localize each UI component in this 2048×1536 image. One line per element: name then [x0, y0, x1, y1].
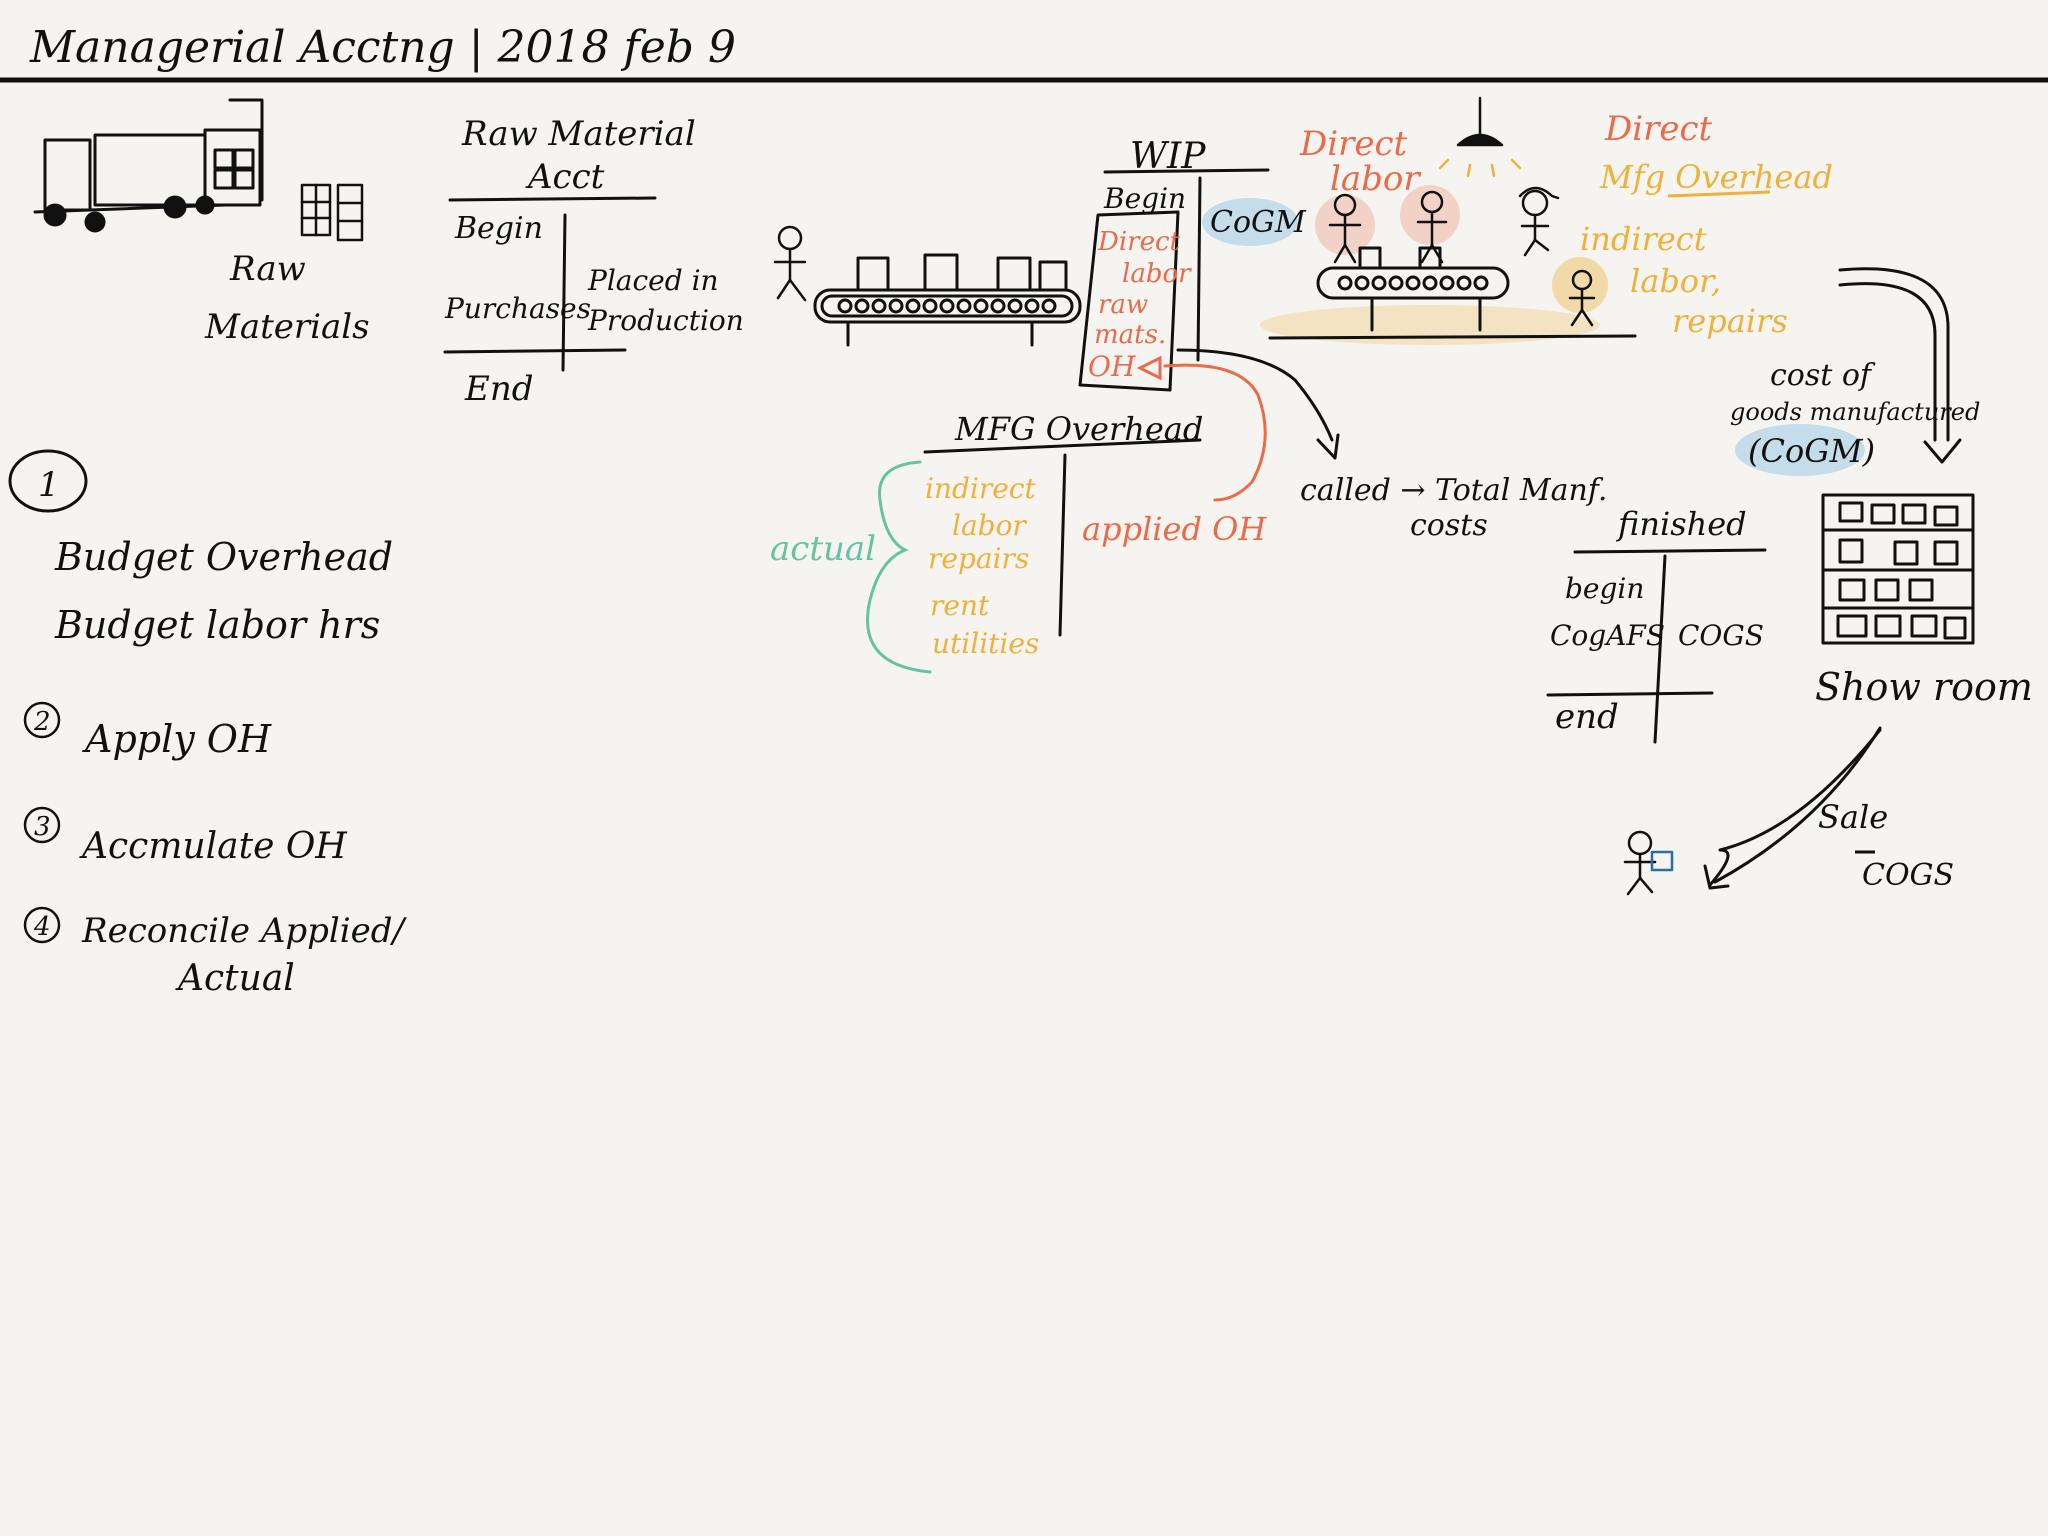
showroom-shelf-icon — [1821, 493, 1975, 645]
wip-direct-labor-2: labor — [1122, 259, 1192, 289]
finished-cogafs: CogAFS — [1550, 619, 1665, 652]
factory-direct-labor-1: Direct — [1299, 124, 1408, 164]
cogm-note-highlight — [1735, 424, 1865, 476]
sale-arrow — [1703, 726, 1882, 890]
step-1-circle — [8, 449, 88, 513]
cogm-flow-arrow — [1838, 267, 1962, 464]
rm-end: End — [464, 369, 533, 409]
oh-arrowhead-icon — [1136, 355, 1162, 381]
customer-figure-icon — [1623, 830, 1674, 896]
indirect-labor-1: indirect — [1580, 220, 1707, 258]
finished-cogs: COGS — [1678, 619, 1764, 652]
step-4-circle — [23, 906, 61, 944]
finished-end: end — [1555, 697, 1619, 737]
wip-direct-labor-1: Direct — [1097, 227, 1181, 257]
wip-t-account — [1078, 168, 1270, 392]
raw-material-acct-title-2: Acct — [525, 157, 605, 197]
step-3-line-1: Accmulate OH — [79, 826, 347, 867]
conveyor-belt-icon — [813, 253, 1082, 347]
step-2-line-1: Apply OH — [82, 717, 272, 761]
step-1-line-2: Budget labor hrs — [54, 603, 380, 647]
mfg-item-2: labor — [952, 509, 1027, 542]
step-4-line-2: Actual — [175, 958, 295, 999]
wip-raw-mats-1: raw — [1098, 290, 1148, 320]
ceiling-lamp-icon — [1438, 96, 1522, 178]
actual-brace — [866, 460, 932, 674]
wip-raw-mats-2: mats. — [1094, 320, 1166, 350]
actual-label: actual — [770, 529, 876, 569]
applied-oh: applied OH — [1082, 510, 1267, 548]
raw-material-t-account — [443, 196, 657, 372]
factory-highlight — [1260, 305, 1600, 345]
rm-placed-2: Production — [587, 304, 744, 337]
sale-label: Sale — [1818, 798, 1888, 836]
rm-purchases: Purchases — [444, 292, 591, 325]
raw-materials-label-1: Raw — [229, 249, 306, 289]
step-1-number: 1 — [38, 465, 60, 505]
belt-rollers — [837, 298, 1057, 314]
step-3-number: 3 — [34, 812, 51, 842]
applied-oh-arrow — [1163, 363, 1267, 502]
sale-cogs: COGS — [1862, 858, 1954, 893]
finished-t-account — [1546, 548, 1767, 744]
cogm-note-2: goods manufactured — [1730, 398, 1980, 426]
factory-direct-labor-2: labor — [1330, 159, 1421, 199]
mfg-item-5: utilities — [932, 627, 1039, 660]
mfg-overhead-t-account — [923, 438, 1202, 637]
direct-mfg-overhead-1: Direct — [1604, 109, 1713, 149]
direct-mfg-overhead-2: Mfg Overhead — [1599, 158, 1833, 196]
finished-begin: begin — [1565, 572, 1644, 605]
worker-highlight-2 — [1400, 185, 1460, 245]
truck-icon — [33, 98, 264, 233]
mfg-item-1: indirect — [925, 472, 1037, 505]
mfg-item-3: repairs — [928, 542, 1029, 575]
total-costs-1: called → Total Manf. — [1300, 473, 1607, 508]
cogm-note-3: (CoGM) — [1748, 432, 1875, 470]
indirect-labor-3: repairs — [1672, 302, 1788, 340]
step-4-line-1: Reconcile Applied/ — [81, 911, 408, 951]
worker-highlight-3 — [1552, 257, 1608, 313]
step-1-line-1: Budget Overhead — [54, 535, 393, 579]
step-4-number: 4 — [33, 912, 51, 942]
raw-material-acct-title-1: Raw Material — [461, 114, 696, 154]
rm-placed-1: Placed in — [587, 264, 719, 297]
crates-icon — [300, 183, 364, 242]
direct-mfg-underline — [1667, 190, 1771, 198]
mfg-item-4: rent — [930, 589, 990, 622]
worker-figure-icon — [773, 225, 807, 302]
total-costs-2: costs — [1410, 508, 1488, 543]
total-costs-arrow — [1176, 348, 1340, 460]
cogm-note-1: cost of — [1770, 358, 1876, 393]
cogm-highlight — [1202, 198, 1298, 246]
raw-materials-label-2: Materials — [204, 307, 370, 347]
page-title: Managerial Acctng | 2018 feb 9 — [29, 22, 736, 73]
step-3-circle — [23, 806, 61, 844]
indirect-labor-2: labor, — [1630, 262, 1721, 300]
wip-cogm: CoGM — [1210, 205, 1307, 240]
wip-oh: OH — [1088, 350, 1136, 383]
factory-conveyor-icon — [1268, 246, 1637, 340]
rm-begin: Begin — [454, 211, 543, 246]
finished-title: finished — [1616, 505, 1747, 543]
step-2-number: 2 — [33, 707, 51, 737]
showroom-label: Show room — [1815, 665, 2033, 709]
step-2-circle — [23, 701, 61, 739]
wip-begin: Begin — [1103, 182, 1186, 215]
